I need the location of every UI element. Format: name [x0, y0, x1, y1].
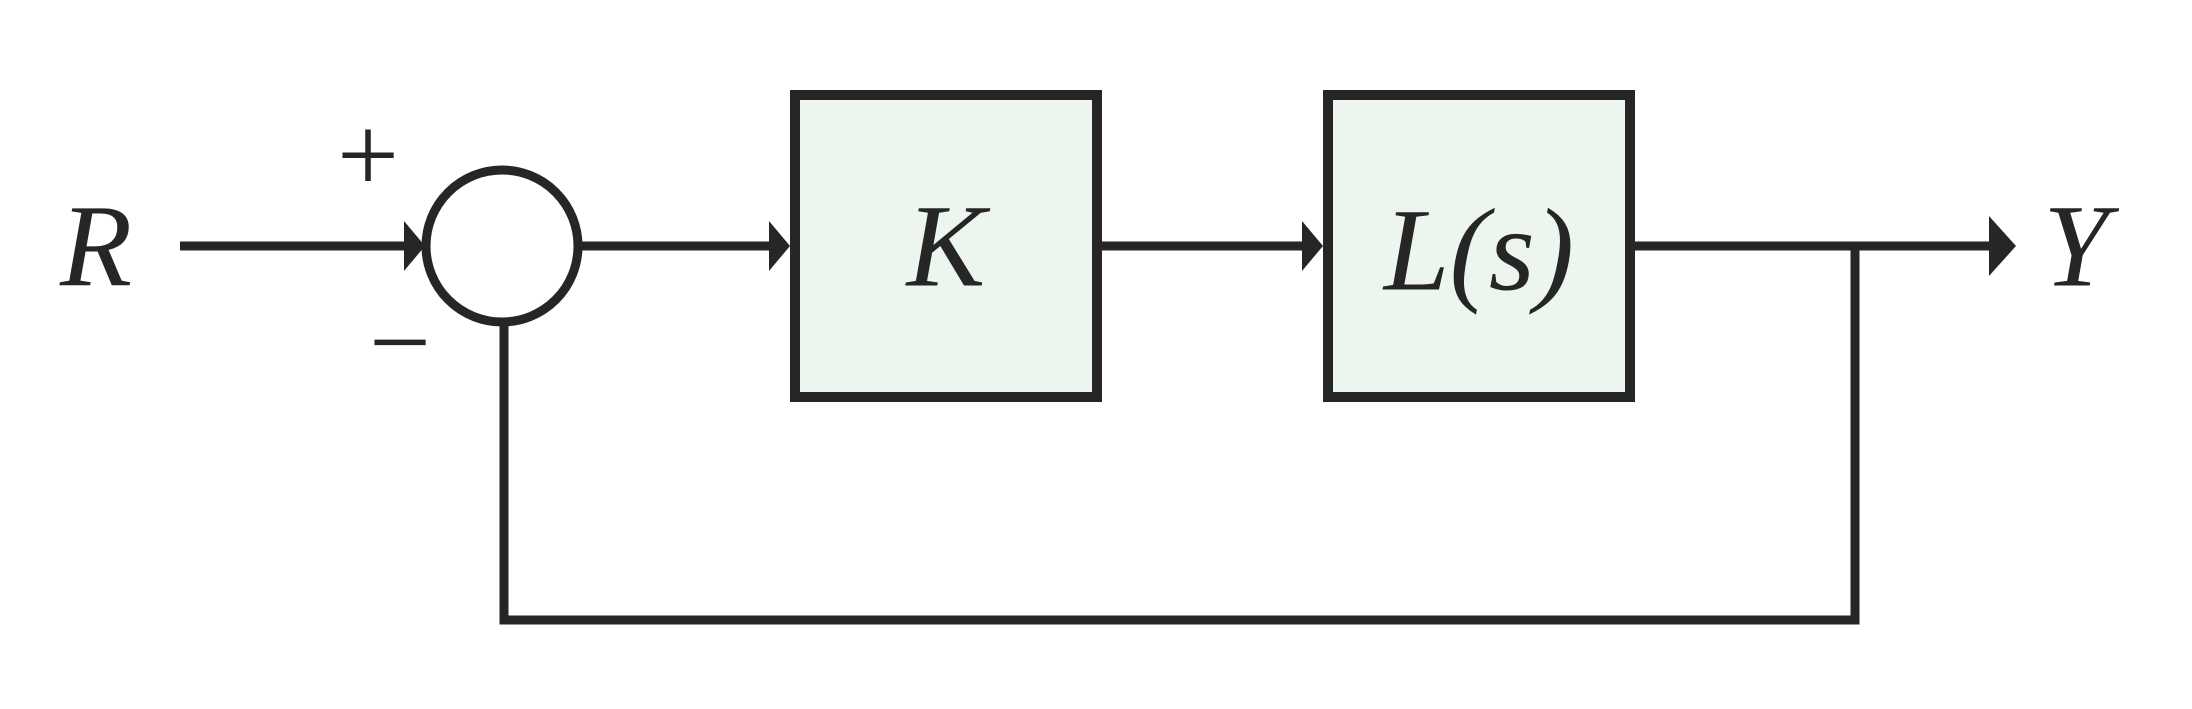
error-signal-wire [578, 221, 790, 271]
minus-sign-label: − [369, 281, 431, 403]
gain-block[interactable]: K [790, 90, 1102, 402]
control-wire-arrowhead [1302, 221, 1323, 271]
feedback-path-wire [479, 246, 1860, 625]
gain-block-label: K [905, 181, 991, 312]
output-wire-arrowhead [1989, 216, 2016, 276]
output-signal-label: Y [2043, 181, 2120, 312]
error-wire-arrowhead [769, 221, 790, 271]
reference-input-wire [180, 221, 425, 271]
plant-block[interactable]: L(s) [1323, 90, 1635, 402]
plant-block-label: L(s) [1382, 185, 1574, 316]
feedback-wire-line [499, 246, 1860, 625]
plant-block-rect[interactable] [1323, 90, 1635, 402]
reference-input-label: R [59, 181, 132, 312]
reference-wire-arrowhead [404, 221, 425, 271]
control-signal-wire [1102, 221, 1323, 271]
summing-junction[interactable] [421, 165, 583, 327]
gain-block-rect[interactable] [790, 90, 1102, 402]
plus-sign-label: + [337, 94, 399, 216]
output-signal-wire [1635, 216, 2016, 276]
